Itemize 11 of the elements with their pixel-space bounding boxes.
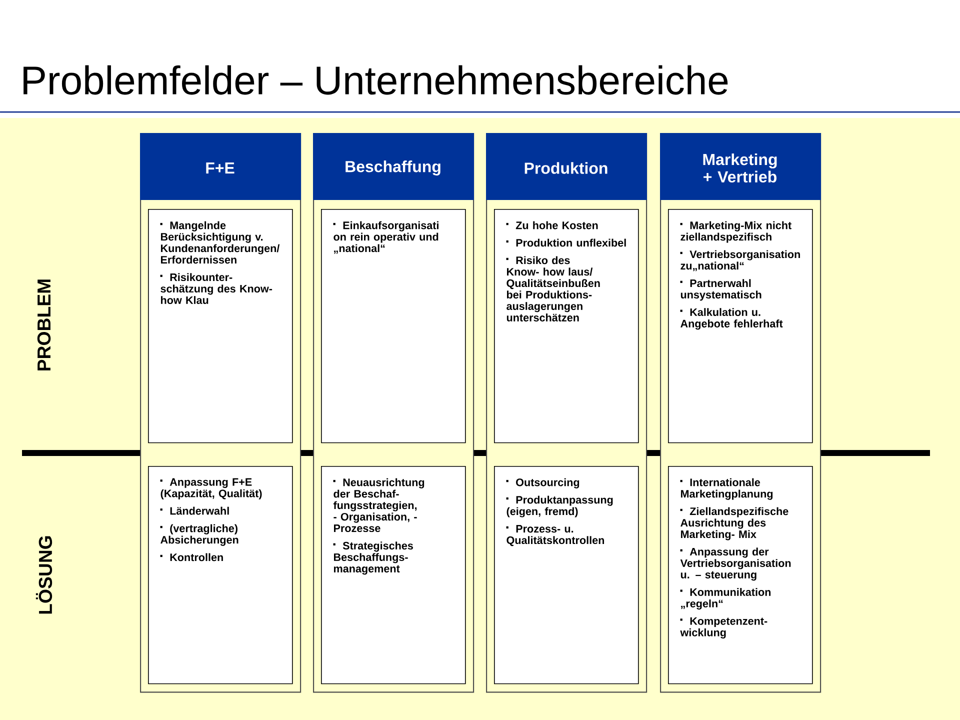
text-box: Internationale Marketingplanung Ziellandspezifische Ausrichtung des Marketing- Mix Anpassung der Vertriebsorganisation u. – steuerung Kommunikation „regeln“ Kompetenzent- wicklung [668, 466, 813, 684]
text-box: Neuausrichtung der Beschaf- fungsstrategien, - Organisation, - Prozesse Strategisches Beschaffungs- management [321, 466, 466, 684]
row-label: LÖSUNG [36, 536, 52, 614]
text-box: Outsourcing Produktanpassung (eigen, fremd) Prozess- u. Qualitätskontrollen [494, 466, 639, 684]
text-box: Anpassung F+E (Kapazität, Qualität) Länderwahl (vertragliche) Absicherungen Kontrollen [148, 466, 293, 684]
row-label: PROBLEM [37, 280, 51, 370]
text-box: Mangelnde Berücksichtigung v. Kundenanforderungen/ Erfordernissen Risikounter- schätzung des Know- how Klau [148, 209, 293, 444]
title: Problemfelder – Unternehmensbereiche [24, 65, 728, 95]
text-box: Einkaufsorganisati on rein operativ und „national“ [321, 209, 466, 444]
text-box: Marketing-Mix nicht ziellandspezifisch Vertriebsorganisation zu„national“ Partnerwahl unsystematisch Kalkulation u. Angebote fehlerhaft [668, 209, 813, 444]
text-box: Zu hohe Kosten Produktion unflexibel Risiko des Know- how laus/ Qualitätseinbußen bei Produktions- auslagerungen unterschätzen [494, 209, 639, 444]
